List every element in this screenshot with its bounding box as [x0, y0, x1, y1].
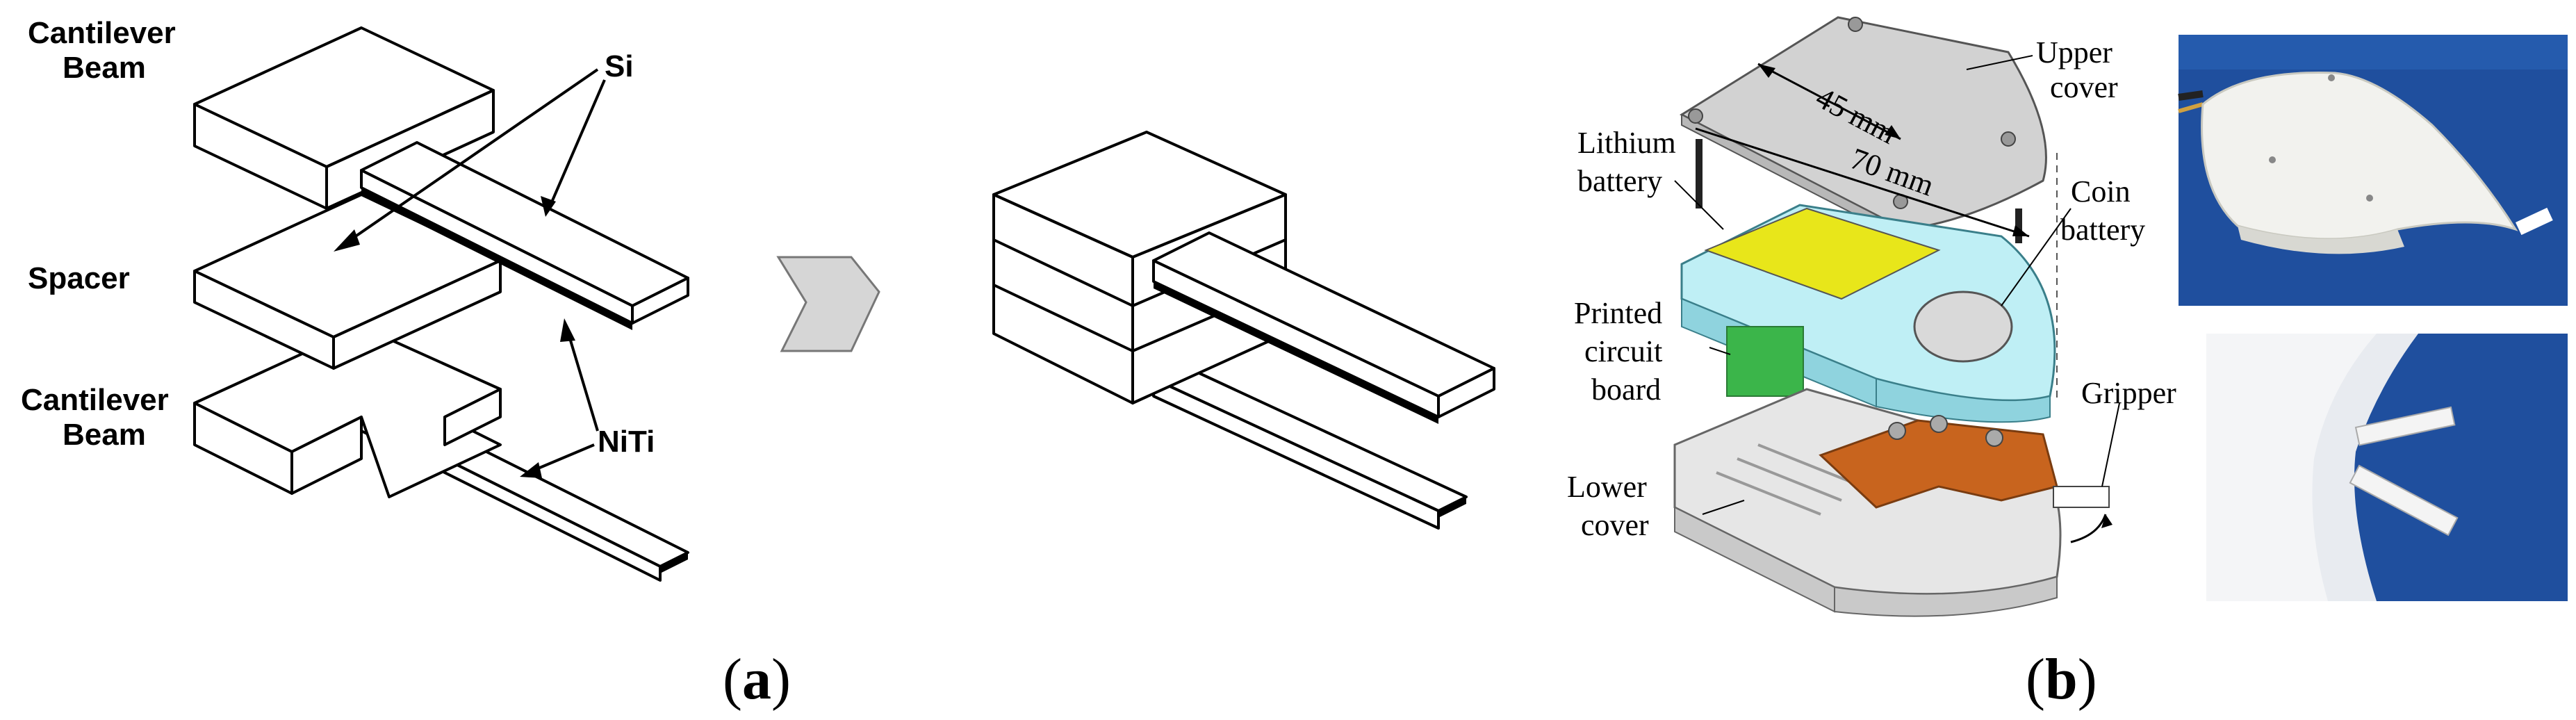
label-lower-cover-line1: Lower [1567, 470, 1647, 504]
label-lithium-battery-line2: battery [1577, 164, 1662, 198]
label-cantilever-beam-bottom-line2: Beam [63, 418, 146, 452]
label-si: Si [605, 49, 634, 83]
label-pcb-line2: circuit [1584, 334, 1662, 368]
panel-b-exploded-robot: 45 mm 70 mm Upper [1567, 16, 2176, 617]
label-coin-battery-line1: Coin [2071, 174, 2131, 208]
bottom-cantilever-layer [193, 325, 689, 582]
label-niti: NiTi [598, 425, 655, 459]
lower-cover [1673, 388, 2113, 617]
label-spacer: Spacer [28, 261, 130, 295]
label-pcb-line3: board [1591, 373, 1661, 407]
top-cantilever-layer [193, 26, 689, 330]
label-cantilever-beam-top-line2: Beam [63, 51, 146, 85]
caption-a: (a) [723, 647, 791, 712]
photo-gripper-closeup [2206, 334, 2568, 601]
label-upper-cover-line2: cover [2050, 70, 2118, 104]
coin-battery [1913, 291, 2013, 363]
caption-b: (b) [2026, 647, 2097, 712]
gripper-fingers [2053, 486, 2110, 508]
label-pcb-line1: Printed [1574, 296, 1662, 330]
transition-arrow-icon [776, 256, 880, 352]
leader-lines [1674, 55, 2120, 515]
label-lithium-battery-line1: Lithium [1577, 126, 1676, 160]
panel-a-assembled-view [992, 131, 1495, 530]
label-coin-battery-line2: battery [2060, 213, 2145, 247]
dimension-lines [1695, 63, 2058, 403]
label-gripper: Gripper [2081, 376, 2176, 410]
lithium-battery [1704, 207, 1941, 300]
label-cantilever-beam-bottom-line1: Cantilever [21, 383, 169, 417]
label-lower-cover-line2: cover [1581, 508, 1649, 542]
middle-body [1680, 204, 2056, 423]
niti-arrows [520, 318, 599, 478]
label-cantilever-beam-top-line1: Cantilever [28, 16, 176, 50]
spacer-layer [193, 193, 502, 370]
label-upper-cover-line1: Upper [2036, 35, 2113, 69]
panel-a-exploded-view: Cantilever Beam Spacer Cantilever Beam S… [21, 16, 689, 582]
photo-robot-assembled [2178, 35, 2568, 306]
si-arrows [334, 68, 606, 252]
pcb-green-part [1726, 326, 1804, 397]
